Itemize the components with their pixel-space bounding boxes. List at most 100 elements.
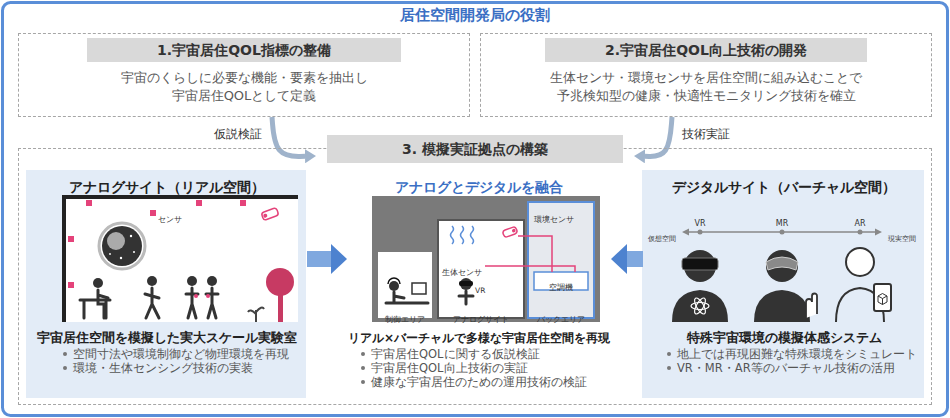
facility-illustration-part [459, 281, 473, 286]
label-slot: 空調機 [535, 276, 587, 294]
illustration-label: センサ [158, 215, 182, 224]
bullet-text: 宇宙居住QOLに関する仮説検証 [371, 347, 540, 361]
analog-room-illustration-part-part [86, 200, 92, 206]
analog-room-illustration-part-part [133, 251, 135, 253]
analog-room-illustration-part [266, 268, 294, 296]
facility-illustration-part [372, 196, 600, 322]
xr-illustration-part-part [698, 230, 703, 235]
illustration-label: 現実空間 [888, 235, 916, 243]
xr-illustration-part [846, 248, 874, 276]
facility-illustration-part-part [502, 226, 518, 237]
analog-room-illustration-part [93, 276, 217, 288]
analog-room-illustration-part-part [207, 276, 217, 286]
illustration-label: 制御エリア [385, 315, 425, 324]
analog-room-illustration-part [261, 208, 279, 221]
analog-room-illustration-part-part [68, 236, 74, 242]
panel-subtitle: リアル×バーチャルで多様な宇宙居住空間を再現 [348, 329, 610, 347]
edge-label: 技術実証 [682, 127, 730, 141]
label-slot: センサ [158, 208, 192, 226]
illustration-label: アナログサイト [453, 315, 509, 324]
label-slot: 環境センサ [532, 208, 576, 226]
site-panel: アナログサイト（リアル空間）宇宙居住空間を模擬した実大スケール実験室空間寸法や環… [27, 171, 307, 399]
illustration-label: 環境センサ [534, 215, 574, 224]
body-text: 生体センサ・環境センサを居住空間に組み込むことで 予兆検知型の健康・快適性モニタ… [496, 69, 916, 105]
analog-room-illustration-part [64, 196, 298, 322]
facility-illustration-part [460, 278, 472, 290]
analog-room-illustration-part-part [194, 294, 198, 298]
bullet-text: 環境・生体センシング技術の実装 [73, 361, 253, 375]
analog-room-illustration-part-part [240, 200, 246, 206]
facility-illustration-part-part [471, 226, 474, 244]
analog-room-illustration-part-part [98, 290, 108, 318]
bullet-item: 空間寸法や環境制御など物理環境を再現 [27, 347, 307, 361]
analog-room-illustration-part-part [261, 208, 279, 221]
bullet-text: 健康な宇宙居住のための運用技術の検証 [371, 375, 587, 389]
analog-room-illustration-part-part [206, 294, 210, 298]
facility-illustration-part [459, 291, 473, 304]
bullet-dot [63, 352, 67, 356]
facility-illustration [372, 196, 600, 322]
xr-illustration-part [698, 230, 863, 235]
label-slot: 制御エリア [379, 308, 431, 326]
heading-band: 1.宇宙居住QOL指標の整備 [87, 38, 401, 62]
analog-room-illustration-part [99, 223, 145, 269]
xr-illustration-part [874, 284, 891, 311]
illustration-label: バックエリア [537, 315, 585, 324]
facility-illustration-part [412, 283, 426, 294]
heading-band: 3. 模擬実証拠点の構築 [327, 135, 623, 163]
label-slot: 仮想空間 [645, 227, 679, 245]
analog-room-illustration-part-part [68, 282, 74, 288]
panel-ground [642, 170, 924, 398]
edge-label: 仮説検証 [214, 127, 262, 141]
role-box: 2.宇宙居住QOL向上技術の開発生体センサ・環境センサを居住空間に組み込むことで… [480, 33, 932, 117]
analog-room-illustration-part-part [150, 210, 156, 216]
xr-illustration-part [672, 290, 728, 322]
bullet-item: VR・MR・AR等のバーチャル技術の活用 [643, 361, 925, 375]
flow-arrow [627, 251, 643, 267]
facility-illustration-part-part [461, 226, 464, 244]
analog-room-illustration [64, 196, 298, 322]
panel-heading: アナログとデジタルを融合 [395, 177, 563, 197]
facility-illustration-part-part [485, 266, 575, 272]
bullet-item: 環境・生体センシング技術の実装 [27, 361, 307, 375]
analog-room-illustration-part-part [263, 213, 268, 218]
illustration-label: VR [475, 286, 485, 295]
xr-illustration-part [754, 290, 810, 322]
flow-arrow [307, 251, 331, 267]
label-slot: VR [688, 212, 712, 230]
bullet-dot [361, 380, 365, 384]
xr-illustration-part [682, 229, 882, 236]
analog-room-illustration-part-part [187, 276, 197, 286]
analog-room-illustration-part-part [206, 288, 218, 318]
facility-illustration-part [485, 236, 575, 272]
analog-room-illustration-part [107, 232, 125, 250]
bullet-item: 健康な宇宙居住のための運用技術の検証 [347, 375, 611, 389]
site-panel: デジタルサイト（バーチャル空間）特殊宇宙環境の模擬体感システム地上では再現困難な… [643, 171, 925, 399]
analog-room-illustration-part-part [196, 200, 202, 206]
xr-illustration-part [682, 258, 718, 270]
analog-room-illustration-part-part [186, 288, 198, 318]
analog-room-illustration-part [248, 308, 264, 322]
label-slot: アナログサイト [440, 308, 522, 326]
outer-frame [3, 3, 948, 416]
facility-illustration-part [502, 226, 518, 237]
analog-room-illustration-part-part [145, 288, 159, 318]
illustration-label: 仮想空間 [648, 235, 676, 243]
label-slot: 生体センサ [442, 261, 482, 279]
bullet-text: VR・MR・AR等のバーチャル技術の活用 [677, 361, 895, 375]
xr-illustration-part-part [691, 303, 709, 310]
analog-room-illustration-part [64, 197, 298, 322]
analog-room-illustration-part-part [147, 276, 157, 286]
illustration-label: MR [776, 219, 788, 228]
bullet-item: 地上では再現困難な特殊環境をシミュレート [643, 347, 925, 361]
xr-illustration-part-part [858, 230, 863, 235]
edge-label-slot: 技術実証 [682, 123, 730, 143]
illustration-label: VR [694, 219, 705, 228]
bullet-dot [667, 366, 671, 370]
bullet-dot [361, 352, 365, 356]
analog-room-illustration-part [80, 288, 218, 318]
illustration-label: 生体センサ [442, 268, 482, 277]
diagram-title: 居住空間開発局の役割 [400, 6, 550, 24]
xr-illustration-part [766, 257, 798, 270]
